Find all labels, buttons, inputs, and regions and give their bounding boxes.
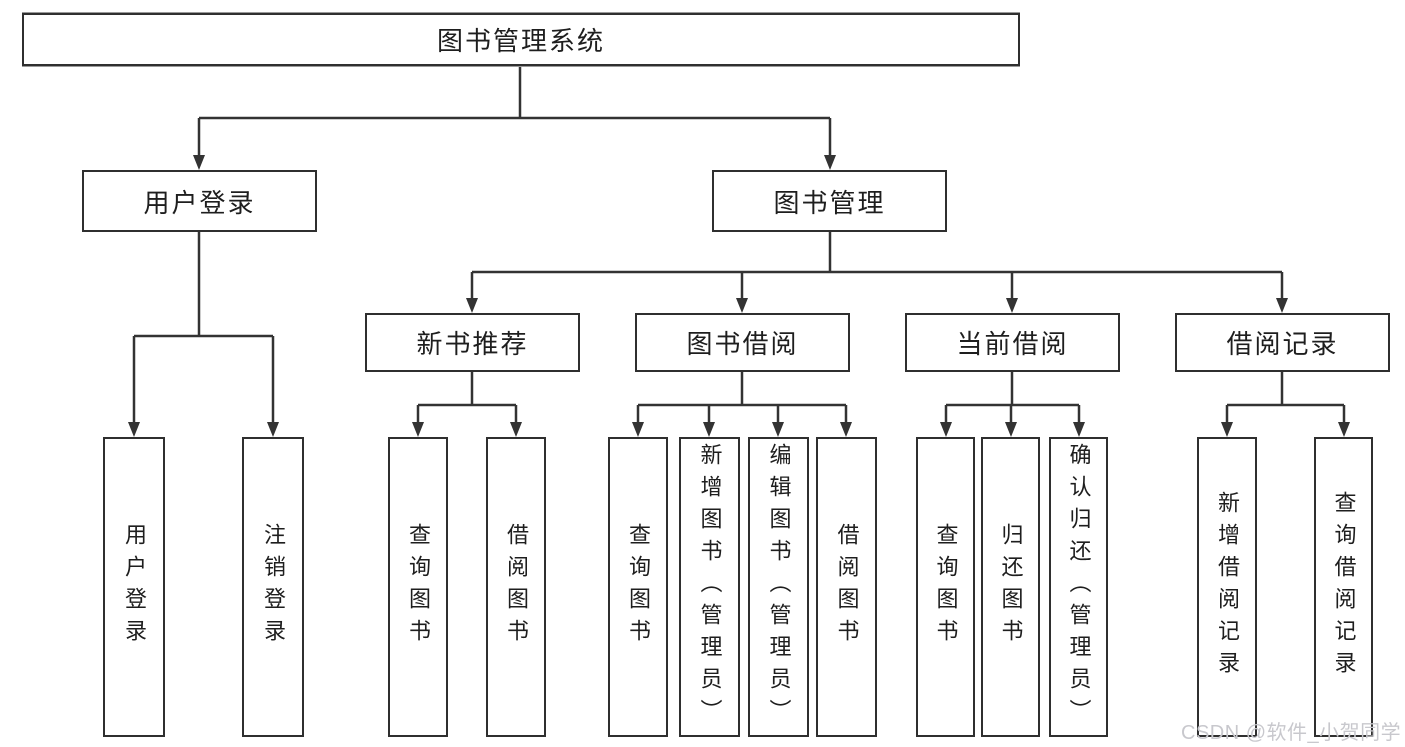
leaf-current-confirm-return-admin-label: 确认归还（管理员） <box>1066 443 1092 731</box>
leaf-records-query-record: 查询借阅记录 <box>1314 437 1373 737</box>
leaf-recommend-query-books-label: 查询图书 <box>406 523 431 651</box>
node-borrowing-records: 借阅记录 <box>1175 313 1390 372</box>
node-current-borrowing: 当前借阅 <box>905 313 1120 372</box>
leaf-records-query-record-label: 查询借阅记录 <box>1331 491 1357 683</box>
node-user-login: 用户登录 <box>82 170 317 232</box>
leaf-records-add-record-label: 新增借阅记录 <box>1215 491 1240 683</box>
leaf-recommend-borrow-books-label: 借阅图书 <box>504 523 529 651</box>
node-book-management: 图书管理 <box>712 170 947 232</box>
leaf-current-query-books: 查询图书 <box>916 437 975 737</box>
leaf-records-add-record: 新增借阅记录 <box>1197 437 1257 737</box>
leaf-borrow-borrow-books-label: 借阅图书 <box>834 523 860 651</box>
leaf-logout-login-label: 注销登录 <box>261 523 286 651</box>
leaf-current-return-books-label: 归还图书 <box>998 523 1024 651</box>
node-borrowing-records-label: 借阅记录 <box>1226 329 1339 359</box>
leaf-current-return-books: 归还图书 <box>981 437 1040 737</box>
leaf-borrow-query-books: 查询图书 <box>608 437 668 737</box>
leaf-borrow-query-books-label: 查询图书 <box>626 523 651 651</box>
watermark: CSDN @软件_小贺同学 <box>1181 722 1402 744</box>
leaf-borrow-borrow-books: 借阅图书 <box>816 437 877 737</box>
leaf-current-confirm-return-admin: 确认归还（管理员） <box>1049 437 1108 737</box>
node-current-borrowing-label: 当前借阅 <box>956 329 1069 359</box>
node-user-login-label: 用户登录 <box>143 187 256 218</box>
node-book-management-label: 图书管理 <box>773 187 886 218</box>
node-root: 图书管理系统 <box>22 13 1020 66</box>
leaf-logout-login: 注销登录 <box>242 437 304 737</box>
leaf-recommend-borrow-books: 借阅图书 <box>486 437 546 737</box>
node-new-book-recommend-label: 新书推荐 <box>416 329 529 359</box>
node-new-book-recommend: 新书推荐 <box>365 313 580 372</box>
leaf-borrow-edit-books-admin: 编辑图书（管理员） <box>748 437 809 737</box>
leaf-borrow-edit-books-admin-label: 编辑图书（管理员） <box>766 443 792 731</box>
leaf-user-login: 用户登录 <box>103 437 165 737</box>
node-root-label: 图书管理系统 <box>436 26 605 56</box>
leaf-current-query-books-label: 查询图书 <box>933 523 959 651</box>
leaf-user-login-label: 用户登录 <box>122 523 147 651</box>
leaf-recommend-query-books: 查询图书 <box>388 437 448 737</box>
leaf-borrow-add-books-admin-label: 新增图书（管理员） <box>697 443 723 731</box>
leaf-borrow-add-books-admin: 新增图书（管理员） <box>679 437 740 737</box>
node-book-borrowing-label: 图书借阅 <box>686 329 799 359</box>
node-book-borrowing: 图书借阅 <box>635 313 850 372</box>
